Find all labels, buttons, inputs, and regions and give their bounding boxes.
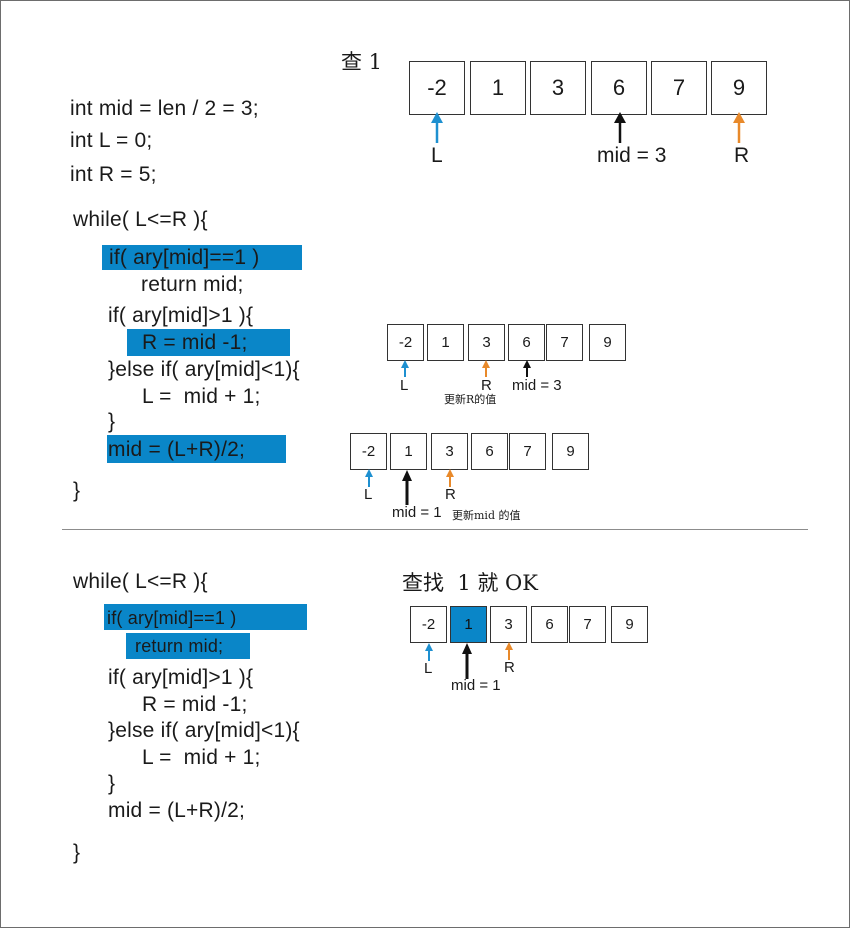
note-update-R: 更新R的值 (444, 393, 497, 406)
label-R: R (504, 659, 515, 676)
array-cell: -2 (410, 606, 447, 643)
array-cell: 7 (569, 606, 606, 643)
code-mid-assign: mid = (L+R)/2; (108, 438, 246, 461)
array-cell-found: 1 (450, 606, 487, 643)
code-R-assign: R = mid -1; (142, 693, 248, 716)
arrow-mid-icon (402, 470, 412, 505)
label-mid: mid = 1 (392, 504, 442, 521)
array-cell: 7 (651, 61, 707, 115)
array-cell: 6 (508, 324, 545, 361)
code-L-assign: L = mid + 1; (142, 746, 261, 769)
array-cell: -2 (350, 433, 387, 470)
found-caption: 查找 1 就 OK (402, 571, 538, 595)
code-while-end: } (73, 479, 81, 502)
array-cell: 3 (530, 61, 586, 115)
arrow-mid-icon (614, 112, 626, 143)
arrow-R-icon (505, 642, 513, 660)
label-R: R (481, 377, 492, 394)
array-cell: 7 (546, 324, 583, 361)
arrow-R-icon (733, 112, 745, 143)
array-cell: 1 (470, 61, 526, 115)
arrow-L-icon (401, 360, 409, 377)
code-if-greater: if( ary[mid]>1 ){ (108, 666, 254, 689)
code-close-brace: } (108, 410, 116, 433)
arrow-mid-icon (523, 360, 531, 377)
code-return: return mid; (141, 273, 244, 296)
array-cell: -2 (387, 324, 424, 361)
code-L-assign: L = mid + 1; (142, 385, 261, 408)
code-if-equal: if( ary[mid]==1 ) (109, 246, 260, 269)
highlight-mid-update (107, 435, 286, 463)
arrow-L-icon (365, 469, 373, 487)
code-if-greater: if( ary[mid]>1 ){ (108, 304, 254, 327)
array-cell: 3 (431, 433, 468, 470)
array-cell: 1 (390, 433, 427, 470)
label-L: L (424, 660, 433, 677)
array-cell: 9 (552, 433, 589, 470)
code-while-end: } (73, 841, 81, 864)
label-mid: mid = 3 (597, 144, 667, 167)
label-L: L (364, 486, 373, 503)
label-L: L (431, 144, 443, 167)
array-cell: 6 (471, 433, 508, 470)
label-mid: mid = 1 (451, 677, 501, 694)
label-mid: mid = 3 (512, 377, 562, 394)
array-cell: 6 (591, 61, 647, 115)
array-cell: 1 (427, 324, 464, 361)
array-cell: 7 (509, 433, 546, 470)
code-close-brace: } (108, 772, 116, 795)
arrow-mid-icon (462, 643, 472, 679)
array-cell: 3 (468, 324, 505, 361)
arrow-L-icon (425, 643, 433, 661)
code-else-if-less: }else if( ary[mid]<1){ (108, 719, 300, 742)
section-divider (62, 529, 808, 530)
array-cell: 3 (490, 606, 527, 643)
array-cell: 9 (611, 606, 648, 643)
highlight-if-equal (102, 245, 302, 270)
code-if-equal: if( ary[mid]==1 ) (107, 608, 237, 628)
arrow-R-icon (446, 469, 454, 487)
arrow-L-icon (431, 112, 443, 143)
label-L: L (400, 377, 409, 394)
code-R-init: int R = 5; (70, 163, 157, 186)
code-while: while( L<=R ){ (73, 570, 208, 593)
highlight-if-equal (104, 604, 307, 630)
code-else-if-less: }else if( ary[mid]<1){ (108, 358, 300, 381)
array-cell: 6 (531, 606, 568, 643)
code-return: return mid; (135, 636, 224, 656)
arrow-R-icon (482, 360, 490, 377)
code-while: while( L<=R ){ (73, 208, 208, 231)
code-L-init: int L = 0; (70, 129, 153, 152)
search-caption: 查 1 (341, 50, 383, 74)
code-mid-assign: mid = (L+R)/2; (108, 799, 246, 822)
array-cell: 9 (589, 324, 626, 361)
highlight-return (126, 633, 250, 659)
code-mid-init: int mid = len / 2 = 3; (70, 97, 259, 120)
note-update-mid: 更新mid 的值 (452, 509, 521, 522)
code-R-assign: R = mid -1; (142, 331, 248, 354)
highlight-R-update (127, 329, 290, 356)
array-cell: -2 (409, 61, 465, 115)
label-R: R (734, 144, 750, 167)
label-R: R (445, 486, 456, 503)
